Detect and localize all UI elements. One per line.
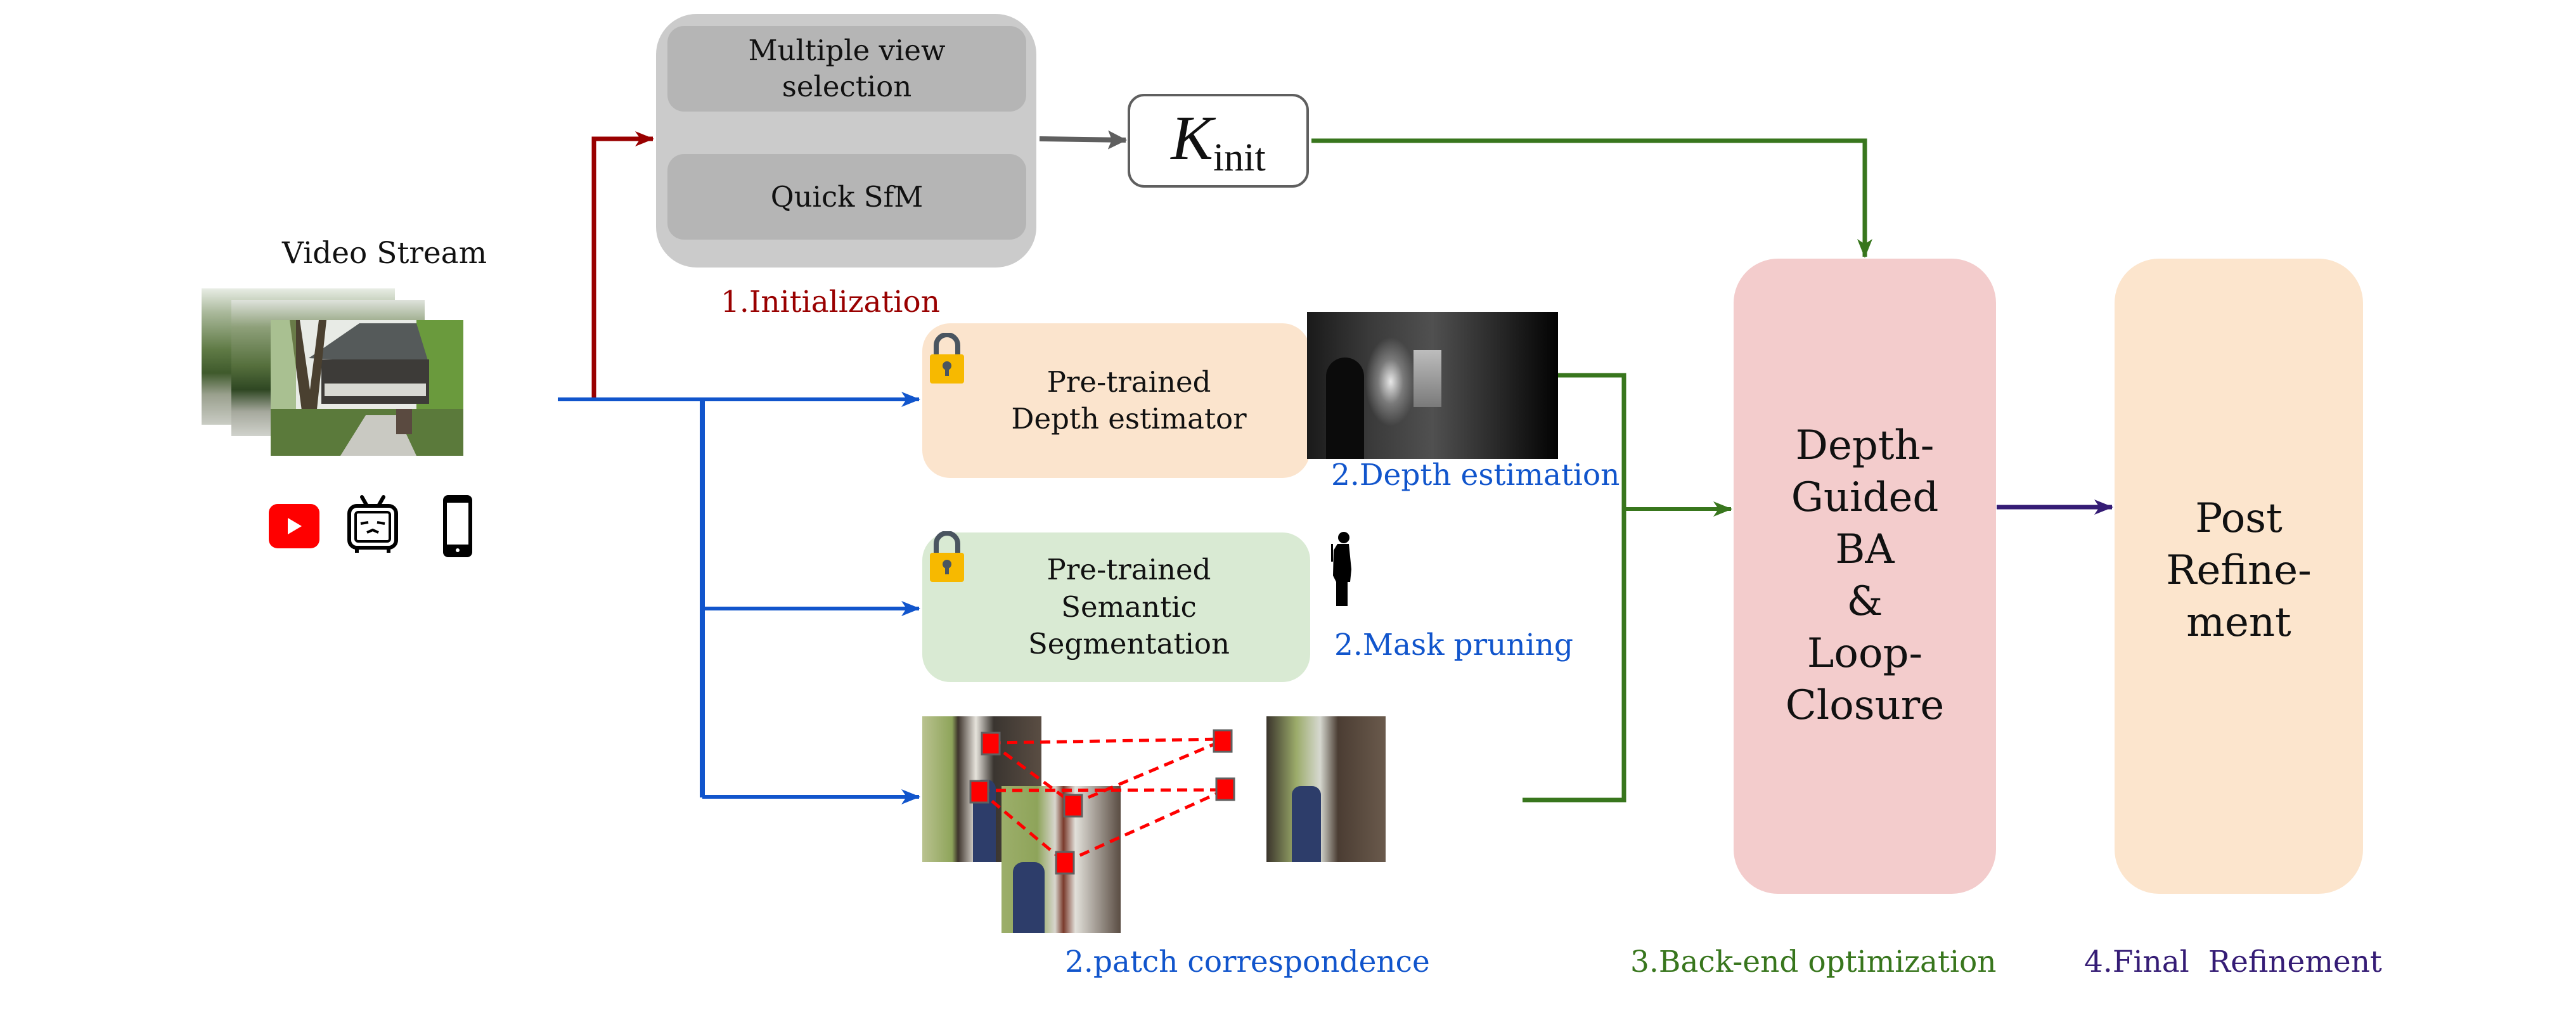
depth-guided-ba-loop-closure-box: Depth- Guided BA & Loop- Closure — [1734, 259, 1996, 894]
initialization-caption: 1.Initialization — [721, 285, 940, 319]
patch-marker — [969, 780, 989, 804]
lock-icon — [929, 332, 965, 385]
smartphone-icon — [443, 495, 472, 557]
post-line: Refine- — [2166, 546, 2312, 594]
quick-sfm-label: Quick SfM — [770, 180, 924, 214]
ba-line: Guided — [1791, 474, 1939, 522]
patch-marker — [1213, 729, 1233, 753]
quick-sfm-step: Quick SfM — [667, 154, 1026, 240]
youtube-icon — [269, 504, 319, 548]
depth-estimator-line1: Pre-trained — [1046, 364, 1211, 399]
depth-estimation-caption: 2.Depth estimation — [1331, 458, 1620, 493]
multiple-view-selection-step: Multiple view selection — [667, 26, 1026, 112]
arrow-video-to-init — [591, 131, 654, 399]
patch-match-lines — [969, 729, 1235, 875]
ba-line: Closure — [1785, 681, 1945, 729]
patch-markers — [969, 729, 1235, 875]
lock-icon — [929, 531, 965, 583]
arrow-init-to-kinit — [1039, 130, 1127, 150]
post-line: ment — [2186, 598, 2291, 646]
garden-pavilion-image — [271, 320, 463, 456]
patch-marker — [1055, 851, 1075, 875]
depth-estimator-line2: Depth estimator — [1011, 402, 1247, 435]
patch-correspondence-caption: 2.patch correspondence — [1065, 945, 1430, 979]
ba-line: Depth- — [1795, 422, 1935, 470]
mask-pruning-caption: 2.Mask pruning — [1334, 628, 1574, 662]
ba-line: & — [1846, 578, 1883, 625]
patch-marker — [1063, 794, 1083, 818]
semantic-segmentation-box: Pre-trained Semantic Segmentation — [922, 532, 1310, 682]
multiple-view-selection-line2: selection — [782, 69, 912, 103]
kinit-symbol: K — [1171, 102, 1213, 173]
corridor-frame-3 — [1266, 716, 1386, 862]
person-mask-silhouette-icon — [1331, 531, 1354, 606]
segmentation-line1: Pre-trained — [1046, 553, 1211, 587]
ba-line: BA — [1835, 526, 1895, 574]
backend-caption: 3.Back-end optimization — [1630, 945, 1997, 979]
refinement-caption: 4.Final Refinement — [2084, 945, 2382, 979]
kinit-node: Kinit — [1128, 94, 1309, 188]
ba-line: Loop- — [1806, 629, 1923, 677]
video-frame-3 — [271, 320, 463, 456]
depth-map-image — [1307, 312, 1558, 459]
kinit-subscript: init — [1213, 136, 1266, 179]
patch-marker — [1215, 777, 1235, 801]
depth-estimator-box: Pre-trained Depth estimator — [922, 323, 1310, 478]
post-line: Post — [2195, 495, 2283, 542]
bilibili-tv-icon — [347, 494, 399, 555]
post-refinement-box: Post Refine- ment — [2115, 259, 2363, 894]
video-stream-title: Video Stream — [282, 236, 487, 271]
arrow-kinit-to-ba — [1311, 138, 1872, 258]
patch-marker — [981, 732, 1001, 756]
segmentation-line2: Semantic — [1061, 590, 1197, 624]
multiple-view-selection-line1: Multiple view — [748, 34, 946, 68]
segmentation-line3: Segmentation — [1027, 627, 1230, 661]
